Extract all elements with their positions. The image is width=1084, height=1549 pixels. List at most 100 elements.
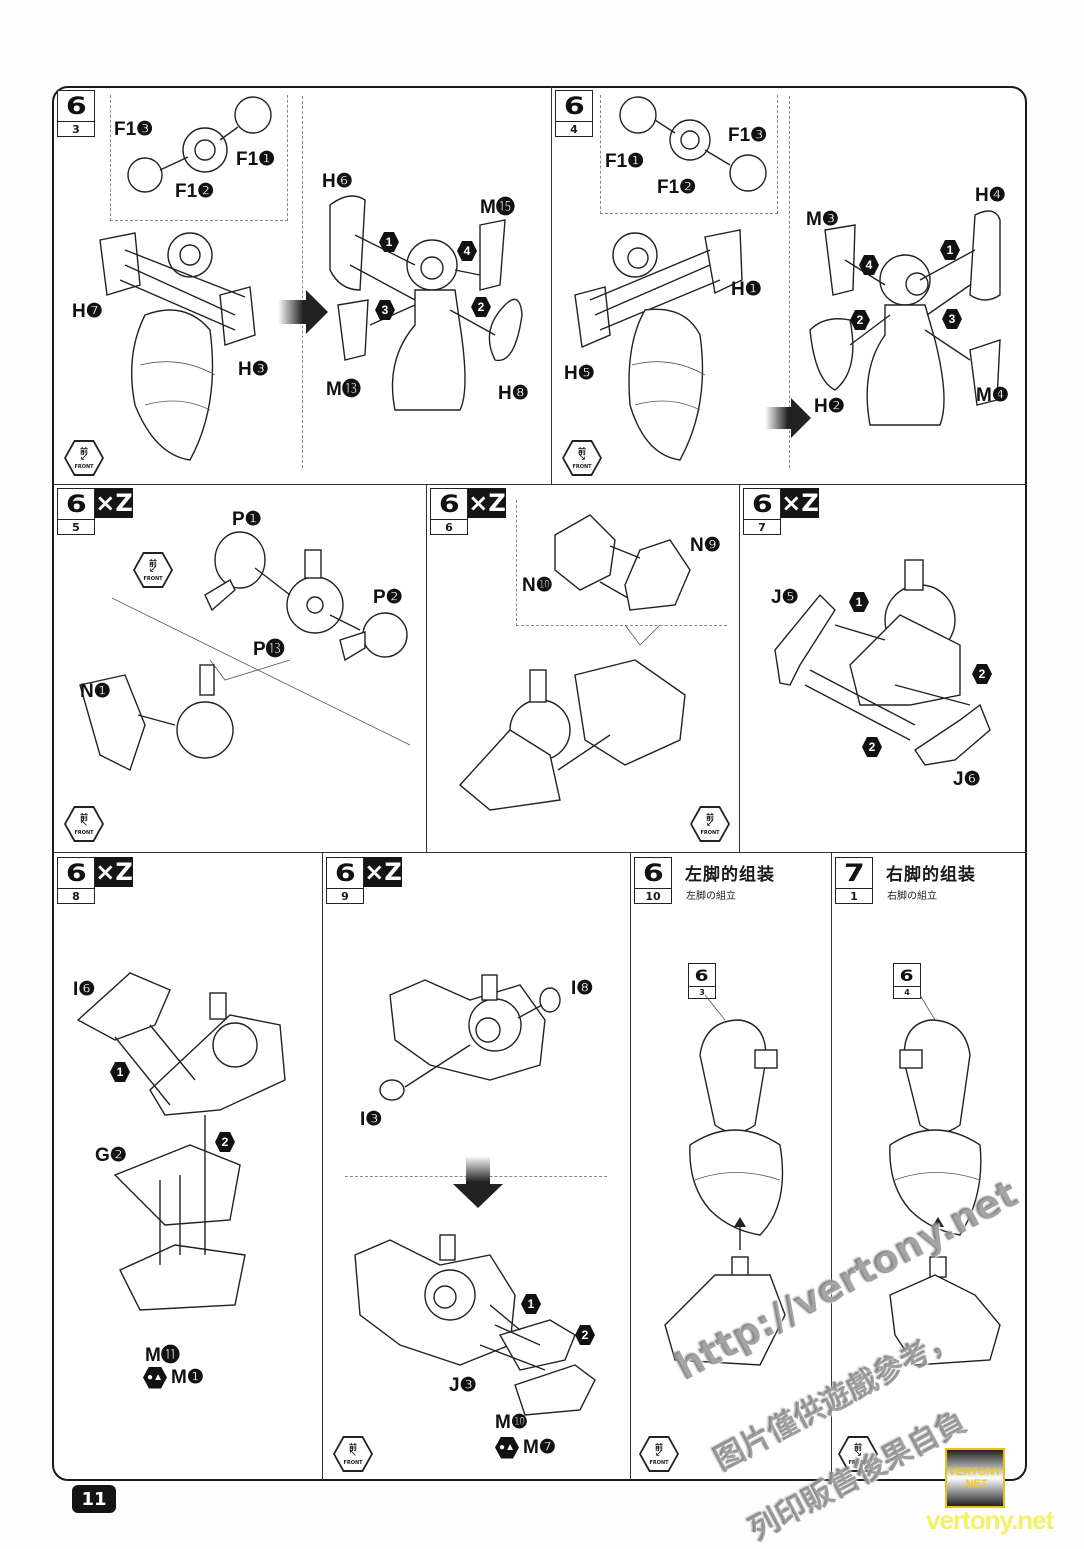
quantity-multiplier: ×Z — [468, 488, 506, 518]
color-swap-icon: ●▲ — [143, 1366, 167, 1389]
step-major: 6 — [65, 859, 87, 887]
col-divider — [630, 852, 631, 1480]
part-label: M❿ — [495, 1412, 528, 1433]
sub-step-divider — [302, 96, 303, 468]
step-minor: 8 — [57, 889, 95, 904]
step-major: 6 — [751, 490, 773, 518]
callout-bubble — [110, 95, 288, 221]
part-label: H❹ — [975, 185, 1006, 206]
order-mark: 2 — [215, 1132, 235, 1152]
part-label: I❽ — [571, 978, 594, 999]
step-major: 6 — [65, 490, 87, 518]
part-label: J❻ — [953, 769, 981, 790]
order-mark: 4 — [457, 241, 477, 261]
color-swap-icon: ●▲ — [495, 1436, 519, 1459]
part-illustration — [127, 96, 272, 193]
part-label: M⓫ — [145, 1345, 180, 1366]
step-subtitle: 左脚の組立 — [686, 891, 736, 902]
step-title: 左脚的组装 — [685, 865, 775, 885]
knee-joint-illustration — [79, 531, 411, 771]
part-label: H❷ — [814, 396, 845, 417]
order-mark: 2 — [575, 1325, 595, 1345]
quantity-multiplier: ×Z — [95, 488, 133, 518]
color-variant-note: ●▲ M❼ — [495, 1436, 556, 1459]
part-label: F1❷ — [175, 181, 215, 202]
alt-part-label: M❶ — [171, 1367, 204, 1388]
step-number: 6 8 — [57, 857, 95, 904]
step-major: 6 — [334, 859, 356, 887]
alt-part-label: M❼ — [523, 1437, 556, 1458]
next-step-arrow-icon — [765, 398, 811, 438]
order-mark: 3 — [375, 300, 395, 320]
left-leg-illustration — [664, 994, 786, 1366]
quantity-multiplier: ×Z — [95, 857, 133, 887]
order-mark: 1 — [521, 1294, 541, 1314]
part-label: F1❸ — [114, 119, 154, 140]
col-divider — [739, 484, 740, 852]
part-label: J❺ — [771, 587, 799, 608]
step-number: 6 10 — [634, 857, 672, 904]
part-label: M⓭ — [326, 379, 361, 400]
step-subtitle: 右脚の組立 — [887, 891, 937, 902]
color-variant-note: ●▲ M❶ — [143, 1366, 204, 1389]
leg-assembly-illustration — [99, 232, 256, 461]
callout-bubble — [600, 95, 778, 214]
step-minor: 9 — [326, 889, 364, 904]
hip-armor-illustration — [329, 195, 523, 411]
quantity-multiplier: ×Z — [364, 857, 402, 887]
order-mark: 2 — [972, 664, 992, 684]
part-label: M⓯ — [480, 197, 515, 218]
front-direction-marker: 前↙FRONT — [133, 552, 173, 588]
leg-assembly-illustration — [574, 229, 743, 461]
front-direction-marker: 前↙FRONT — [690, 806, 730, 842]
col-divider — [551, 87, 552, 484]
reference-step: 6 4 — [893, 963, 921, 999]
watermark-site: vertony.net — [926, 1505, 1054, 1535]
step-minor: 1 — [835, 889, 873, 904]
order-mark: 2 — [471, 297, 491, 317]
front-direction-marker: 前↙FRONT — [639, 1436, 679, 1472]
step-major: 6 — [563, 92, 585, 120]
vertony-logo: VERTONY.NET — [945, 1448, 1005, 1508]
step-minor: 5 — [57, 520, 95, 535]
step-number: 6 5 — [57, 488, 95, 535]
part-label: P⓭ — [253, 639, 285, 660]
part-label: H❻ — [322, 171, 353, 192]
part-label: H❽ — [498, 383, 529, 404]
part-label: F1❶ — [605, 151, 645, 172]
part-label: F1❸ — [728, 125, 768, 146]
order-mark: 1 — [110, 1062, 130, 1082]
step-minor: 7 — [743, 520, 781, 535]
part-label: N❶ — [80, 681, 111, 702]
step-major: 6 — [642, 859, 664, 887]
part-label: I❻ — [73, 979, 96, 1000]
part-label: M❸ — [806, 209, 839, 230]
order-mark: 3 — [942, 309, 962, 329]
order-mark: 1 — [849, 592, 869, 612]
order-mark: 2 — [850, 310, 870, 330]
order-mark: 1 — [940, 240, 960, 260]
front-direction-marker: 前↖FRONT — [64, 806, 104, 842]
step-number: 6 9 — [326, 857, 364, 904]
step-title: 右脚的组装 — [886, 865, 976, 885]
step-number: 6 3 — [57, 90, 95, 137]
step-number: 6 6 — [430, 488, 468, 535]
front-direction-marker: 前↘FRONT — [562, 440, 602, 476]
step-minor: 6 — [430, 520, 468, 535]
step-major: 7 — [843, 859, 865, 887]
knee-armor-illustration — [458, 514, 691, 811]
part-label: G❷ — [95, 1145, 127, 1166]
part-illustration — [619, 96, 767, 192]
row-divider — [53, 852, 1026, 853]
quantity-multiplier: ×Z — [781, 488, 819, 518]
part-label: F1❶ — [236, 149, 276, 170]
ankle-armor-illustration — [354, 1234, 596, 1416]
right-leg-illustration — [889, 994, 1001, 1366]
col-divider — [831, 852, 832, 1480]
front-direction-marker: 前↘FRONT — [838, 1436, 878, 1472]
step-major: 6 — [65, 92, 87, 120]
step-minor: 10 — [634, 889, 672, 904]
step-number: 7 1 — [835, 857, 873, 904]
down-arrow-icon — [453, 1156, 503, 1208]
reference-step: 6 3 — [688, 963, 716, 999]
